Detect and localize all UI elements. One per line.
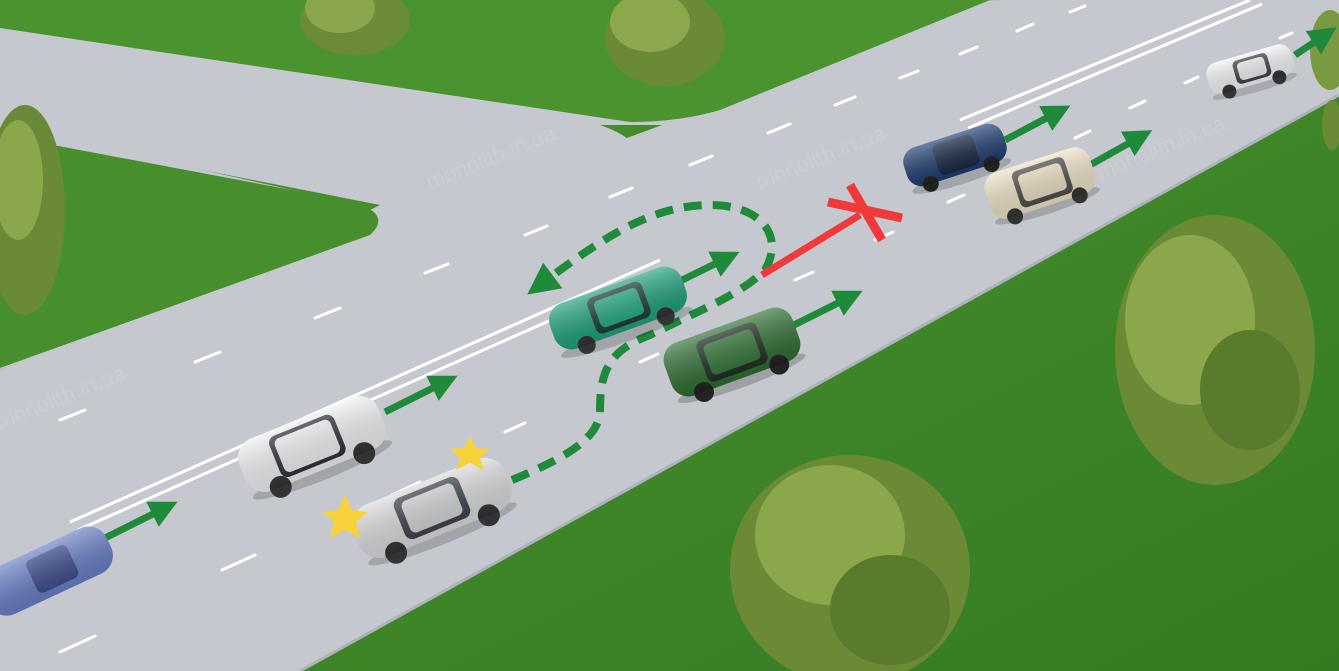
hazard-star-icon [322,495,368,538]
vehicle-blue-convertible [0,526,113,616]
grass-top [0,0,990,122]
tree-top-center [605,0,725,86]
vehicle-silver-sedan [352,457,517,566]
arrow-icon [103,501,178,542]
vehicle-blue-sedan [903,123,1012,194]
lane-dashes-upper [58,4,1087,422]
arrow-icon [788,290,863,331]
tree-right [1115,215,1315,485]
vehicle-cream-minivan [984,147,1100,225]
vehicle-white-distant-sedan [1206,44,1298,100]
road-edge-lower [299,93,1339,671]
arrow-icon [383,375,458,416]
vehicle-green-hatchback [663,307,806,404]
hazard-star-icon [450,436,490,470]
grass-left [0,135,379,368]
arrow-icon [1293,27,1337,58]
x-cross-icon [827,182,903,243]
arrow-icon [1088,130,1153,169]
path-overtake-dashed [510,267,768,484]
path-uturn-dashed [527,200,776,295]
vehicle-teal-sedan [549,266,693,358]
tree-bottom [730,455,970,671]
center-line-3 [959,0,1251,122]
tree-top-left [300,0,410,55]
tree-left [0,105,65,315]
arrow-icon [1003,105,1071,144]
forbidden-path [760,182,903,278]
vehicle-white-hatchback [238,395,393,500]
center-line-4 [967,2,1263,130]
